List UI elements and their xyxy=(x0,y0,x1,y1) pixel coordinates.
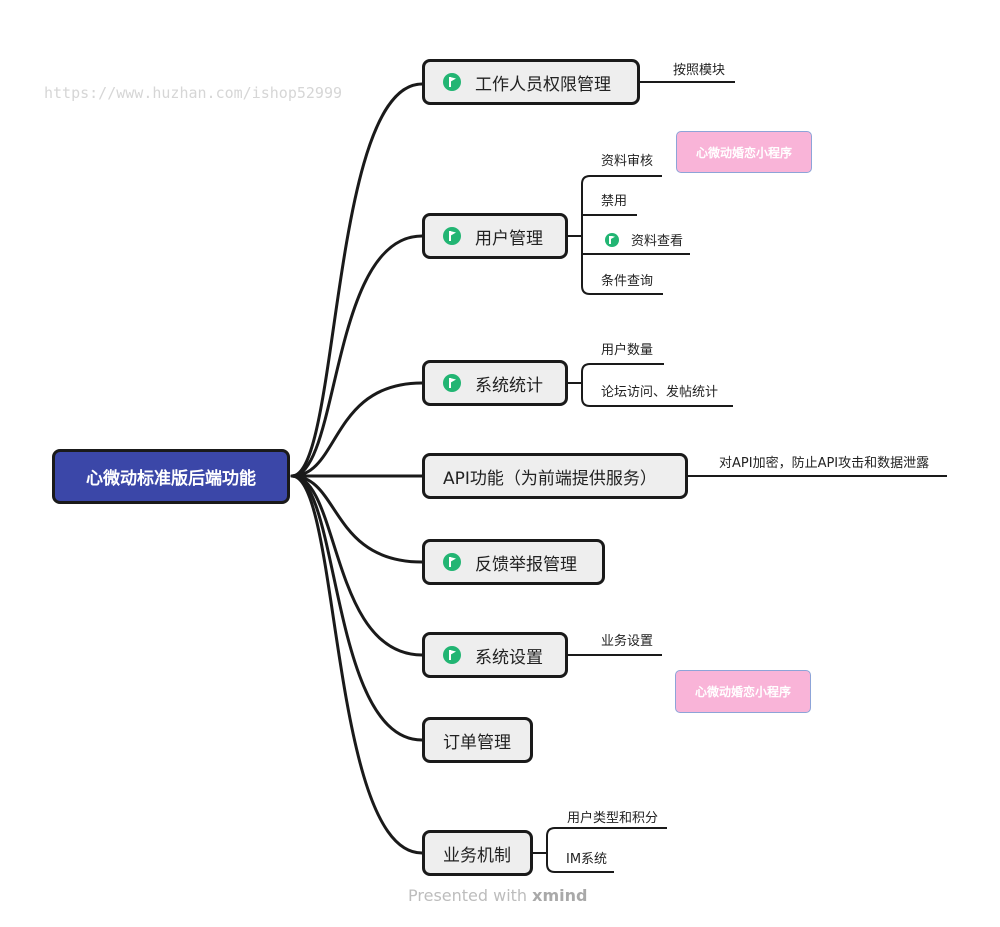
callout-tag: 心微动婚恋小程序 xyxy=(675,670,811,713)
subtopic-im-system[interactable]: IM系统 xyxy=(566,852,608,867)
watermark-url: https://www.huzhan.com/ishop52999 xyxy=(44,84,343,102)
subtopic-forum-stats[interactable]: 论坛访问、发帖统计 xyxy=(601,385,719,400)
topic-label: 用户管理 xyxy=(475,228,543,249)
topic-system-settings[interactable]: 系统设置 xyxy=(422,632,568,678)
green-flag-icon xyxy=(443,73,461,91)
topic-feedback-reports[interactable]: 反馈举报管理 xyxy=(422,539,605,585)
topic-staff-permissions[interactable]: 工作人员权限管理 xyxy=(422,59,640,105)
root-topic[interactable]: 心微动标准版后端功能 xyxy=(52,449,290,504)
xmind-logo: xmind xyxy=(532,886,588,905)
callout-tag: 心微动婚恋小程序 xyxy=(676,131,812,173)
green-flag-icon xyxy=(443,227,461,245)
subtopic-profile-view[interactable]: 资料查看 xyxy=(605,230,683,249)
topic-system-statistics[interactable]: 系统统计 xyxy=(422,360,568,406)
green-flag-icon xyxy=(443,646,461,664)
subtopic-business-settings[interactable]: 业务设置 xyxy=(601,634,654,649)
subtopic-profile-review[interactable]: 资料审核 xyxy=(601,154,654,169)
subtopic-conditional-query[interactable]: 条件查询 xyxy=(601,274,654,289)
topic-business-mechanism[interactable]: 业务机制 xyxy=(422,830,533,876)
green-flag-icon xyxy=(443,553,461,571)
footer-credit: Presented with xmind xyxy=(408,886,587,905)
topic-label: 系统统计 xyxy=(475,375,543,396)
topic-order-management[interactable]: 订单管理 xyxy=(422,717,533,763)
subtopic-api-encryption[interactable]: 对API加密，防止API攻击和数据泄露 xyxy=(719,456,930,471)
footer-prefix: Presented with xyxy=(408,886,528,905)
subtopic-by-module[interactable]: 按照模块 xyxy=(673,63,726,78)
subtopic-label: 资料查看 xyxy=(631,234,684,249)
topic-label: 系统设置 xyxy=(475,647,543,668)
subtopic-ban[interactable]: 禁用 xyxy=(601,194,628,209)
topic-label: 工作人员权限管理 xyxy=(475,74,611,95)
green-flag-icon xyxy=(605,232,619,247)
subtopic-user-count[interactable]: 用户数量 xyxy=(601,343,654,358)
topic-user-management[interactable]: 用户管理 xyxy=(422,213,568,259)
green-flag-icon xyxy=(443,374,461,392)
topic-label: 反馈举报管理 xyxy=(475,554,577,575)
subtopic-user-types-points[interactable]: 用户类型和积分 xyxy=(567,811,659,826)
topic-api-functions[interactable]: API功能（为前端提供服务） xyxy=(422,453,688,499)
